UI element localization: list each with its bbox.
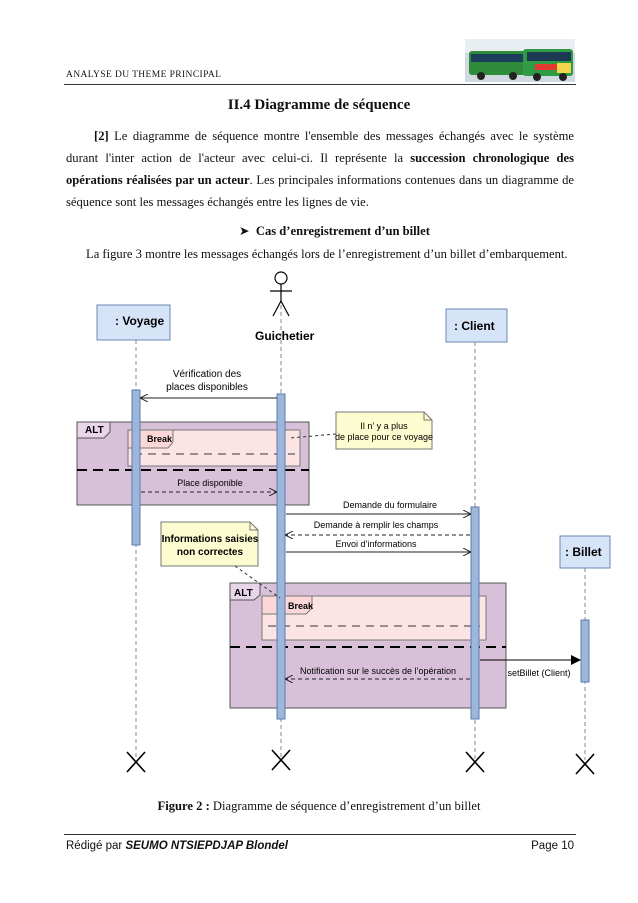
- paragraph-text-a: Le diagramme de séquence montre l'ensemb…: [66, 129, 574, 165]
- msg-setbillet-label: setBillet (Client): [507, 668, 570, 678]
- lifeline-client-box: [445, 308, 508, 343]
- lifeline-client-label: : Client: [454, 319, 495, 333]
- break-label-2: Break: [288, 601, 314, 611]
- note-info-line1: Informations saisies: [162, 534, 259, 545]
- case-bullet: ➤ Cas d’enregistrement d’un billet: [239, 223, 430, 239]
- lifeline-guichetier-label: Guichetier: [255, 329, 315, 343]
- case-title: Cas d’enregistrement d’un billet: [255, 224, 430, 238]
- lifeline-billet-label: : Billet: [565, 545, 602, 559]
- msg-verif-line1: Vérification des: [173, 369, 241, 380]
- footer-prefix: Rédigé par: [66, 840, 126, 852]
- footer-page-number: Page 10: [531, 840, 574, 852]
- header-divider: [64, 84, 576, 85]
- msg-envoi-info-label: Envoi d’informations: [335, 539, 417, 549]
- figure-caption-text: Diagramme de séquence d’enregistrement d…: [209, 799, 481, 813]
- activation-guichetier: [276, 393, 286, 720]
- msg-demande-form-label: Demande du formulaire: [343, 500, 437, 510]
- footer-author: Rédigé par SEUMO NTSIEPDJAP Blondel: [66, 840, 288, 852]
- paragraph-text-b: . Les principales informations contenues…: [66, 173, 575, 209]
- note-no-place-line2: de place pour ce voyage: [335, 432, 433, 442]
- footer-author-name: SEUMO NTSIEPDJAP Blondel: [125, 840, 288, 852]
- arrow-bullet-icon: ➤: [239, 224, 250, 238]
- lifeline-billet-box: [559, 535, 611, 569]
- note-info-incorrect: [160, 521, 259, 567]
- msg-verif-line2: places disponibles: [166, 382, 248, 393]
- activation-client: [470, 506, 480, 720]
- note-info-line2: non correctes: [177, 547, 244, 558]
- msg-place-dispo-label: Place disponible: [177, 478, 243, 488]
- lifeline-voyage-label: : Voyage: [115, 314, 164, 328]
- actor-icon: [270, 271, 292, 317]
- reference-tag: [2]: [94, 129, 109, 143]
- destroy-marks: [126, 749, 595, 775]
- footer-divider: [64, 834, 576, 835]
- msg-notification-label: Notification sur le succès de l’opératio…: [300, 666, 456, 676]
- note-no-place: [335, 411, 433, 450]
- activation-voyage: [131, 389, 141, 546]
- paragraph-bold: succession chronologique des opérations …: [66, 151, 574, 187]
- figure-intro: La figure 3 montre les messages échangés…: [86, 247, 568, 261]
- alt-label-1: ALT: [85, 425, 104, 436]
- figure-caption-label: Figure 2 :: [157, 799, 210, 813]
- msg-demande-champs-label: Demande à remplir les champs: [314, 520, 439, 530]
- intro-paragraph: [2] Le diagramme de séquence montre l'en…: [66, 125, 574, 213]
- note-no-place-line1: Il n’ y a plus: [360, 421, 408, 431]
- lifeline-voyage-box: [96, 304, 171, 341]
- bus-logo-image: [465, 39, 575, 82]
- activation-billet: [580, 619, 590, 683]
- break-label-1: Break: [147, 434, 173, 444]
- alt-label-2: ALT: [234, 588, 253, 599]
- page-header-title: ANALYSE DU THEME PRINCIPAL: [66, 70, 222, 80]
- section-title: II.4 Diagramme de séquence: [227, 97, 411, 113]
- figure-caption: Figure 2 : Diagramme de séquence d’enreg…: [0, 799, 638, 814]
